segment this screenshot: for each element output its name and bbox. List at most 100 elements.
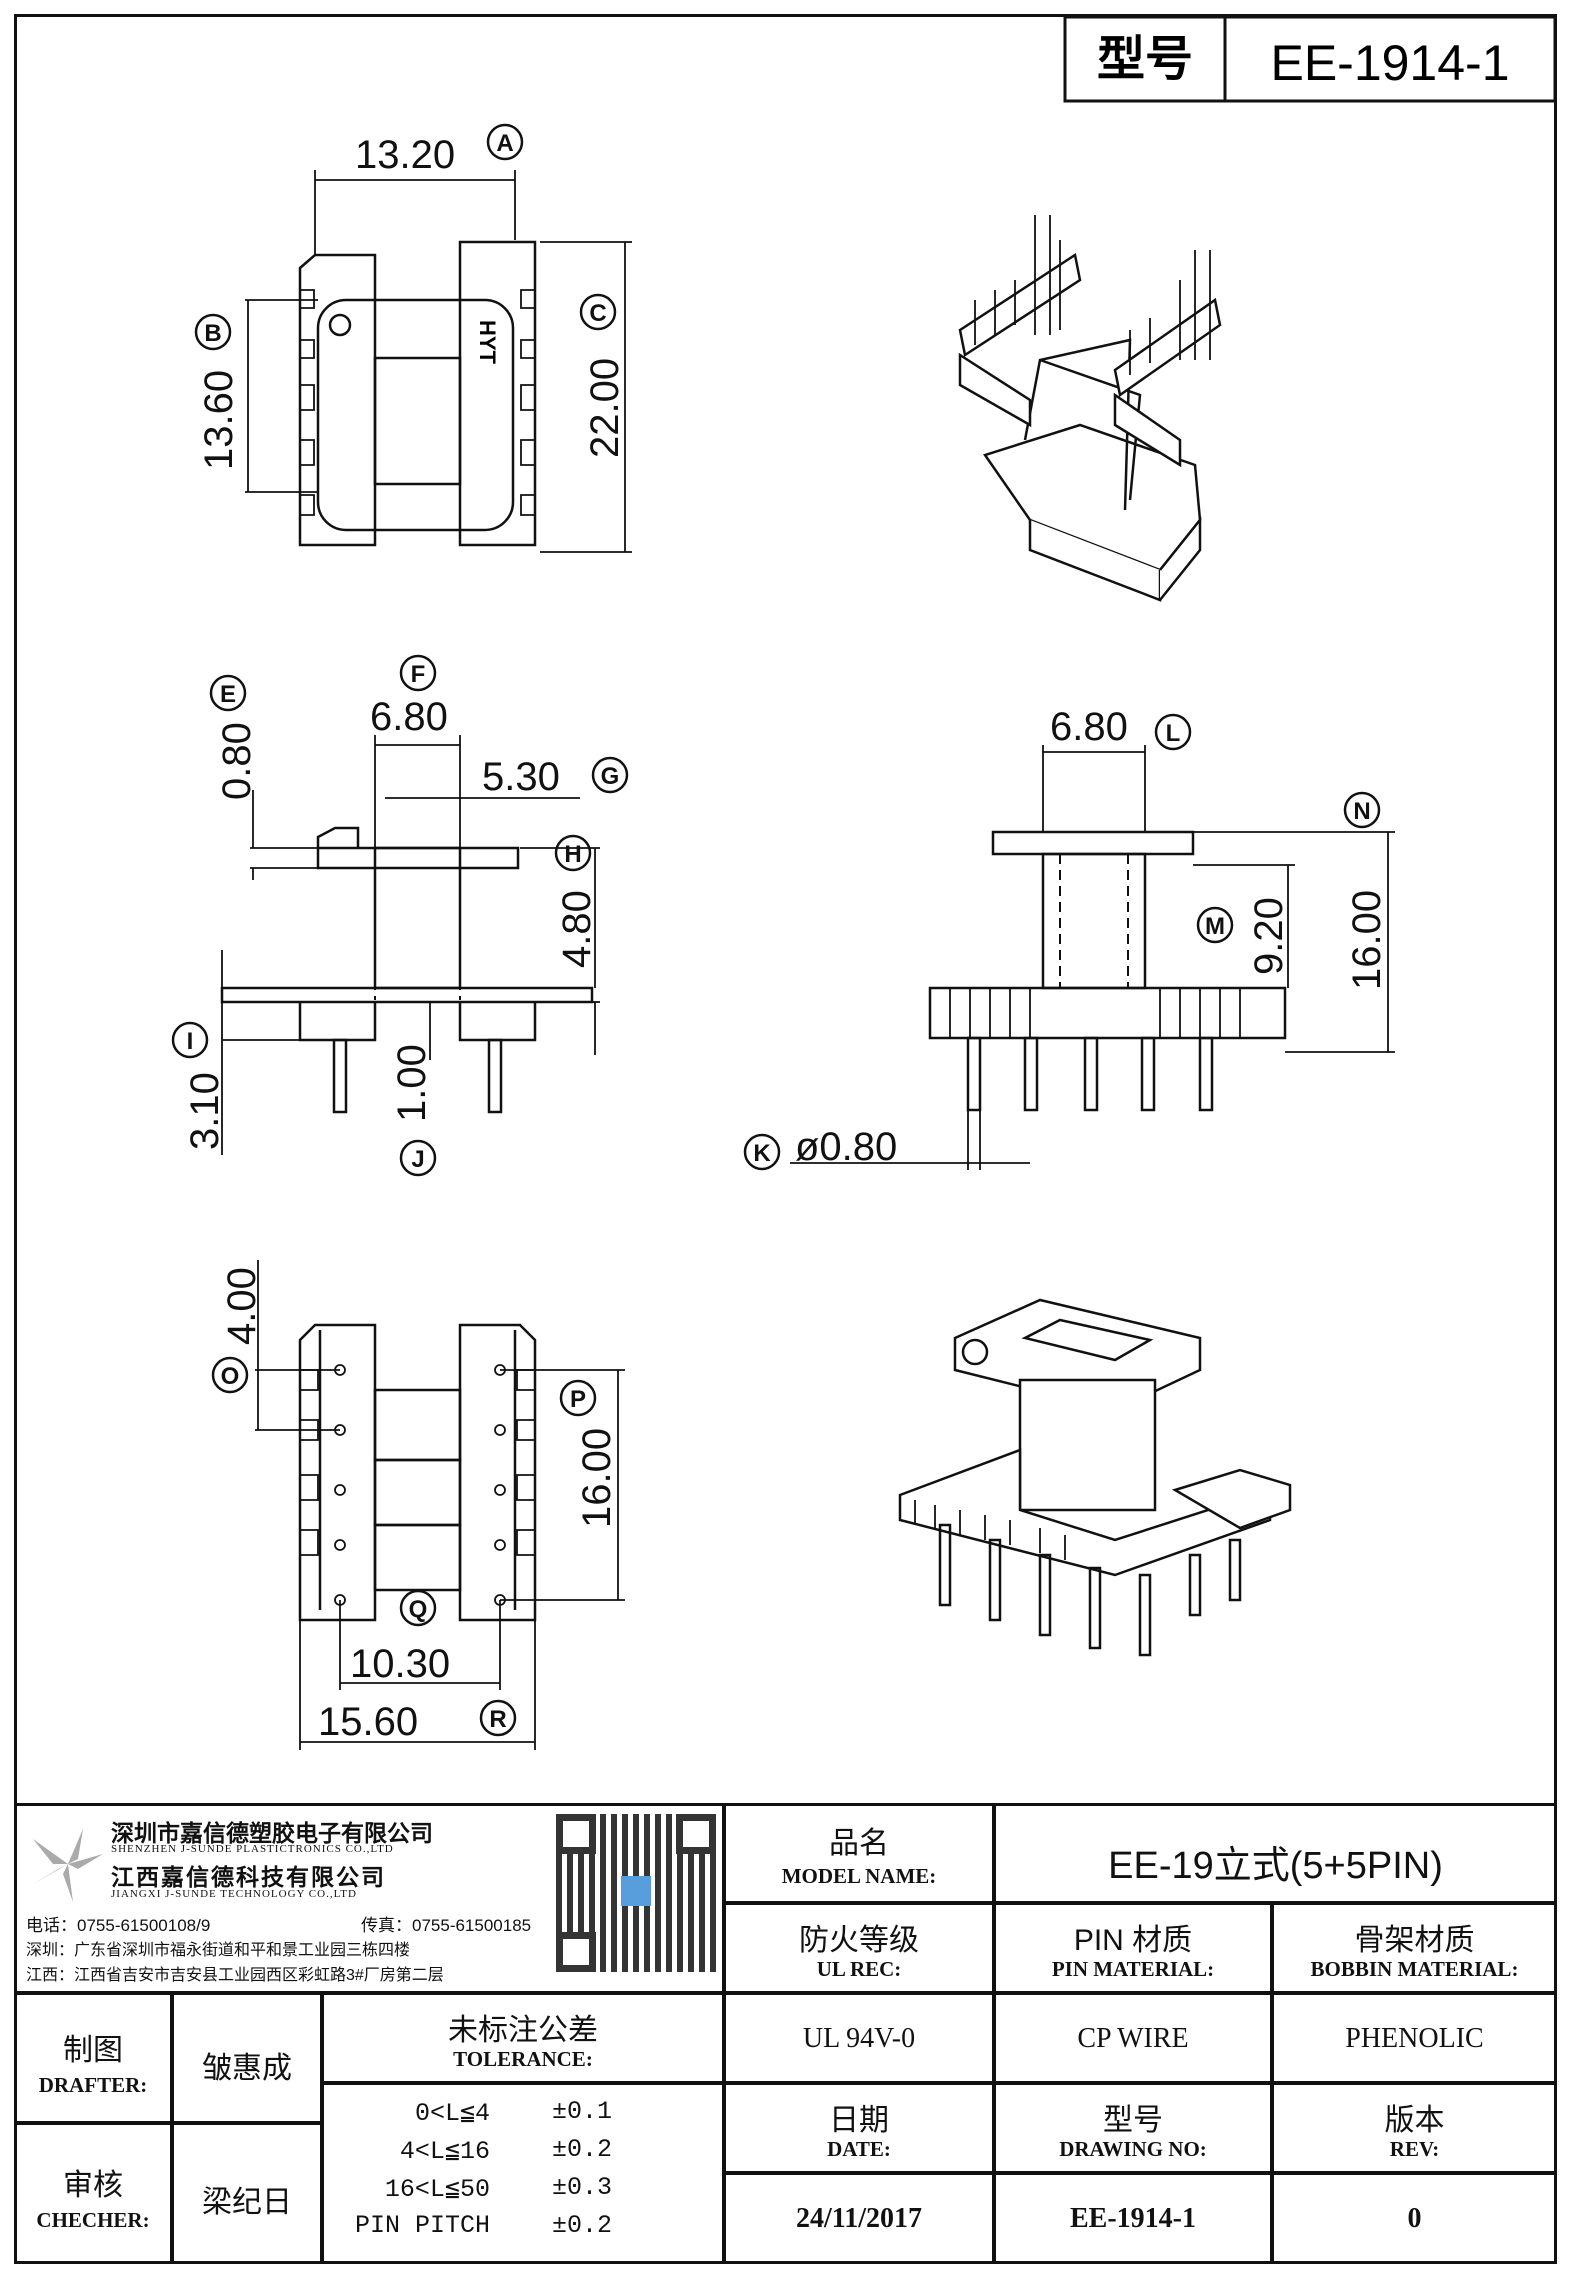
dim-h-value: 4.80 xyxy=(555,890,599,968)
dim-f-value: 6.80 xyxy=(370,695,448,739)
dim-e-tag: E xyxy=(220,681,236,708)
rev-value-cell: 0 xyxy=(1272,2173,1557,2264)
drawing-value: EE-1914-1 xyxy=(1070,2203,1196,2234)
bobbin-label-cell: 骨架材质 BOBBIN MATERIAL: xyxy=(1272,1903,1557,1993)
dim-q-tag: Q xyxy=(409,1596,428,1623)
pin-label-cell: PIN 材质 PIN MATERIAL: xyxy=(994,1903,1272,1993)
pin-value-cell: CP WIRE xyxy=(994,1993,1272,2083)
iso-pins xyxy=(938,1523,1242,1657)
dim-q-value: 10.30 xyxy=(350,1642,450,1686)
pin-value: CP WIRE xyxy=(1077,2023,1189,2054)
dim-g-tag: G xyxy=(601,763,620,790)
dim-k-tag: K xyxy=(753,1140,771,1167)
drafter-en: DRAFTER: xyxy=(38,2073,148,2097)
ul-label-cell: 防火等级 UL REC: xyxy=(724,1903,994,1993)
dim-l-value: 6.80 xyxy=(1050,705,1128,749)
date-value-cell: 24/11/2017 xyxy=(724,2173,994,2264)
dim-f-tag: F xyxy=(411,661,426,688)
checker-value: 梁纪日 xyxy=(202,2186,292,2219)
dim-a-value: 13.20 xyxy=(355,133,455,177)
bobbin-value-cell: PHENOLIC xyxy=(1272,1993,1557,2083)
header-model-label: 型号 xyxy=(1097,33,1193,86)
pin-zh: PIN 材质 xyxy=(1073,1924,1193,1957)
dim-o-tag: O xyxy=(221,1363,240,1390)
rev-value: 0 xyxy=(1407,2203,1422,2234)
dim-i-value: 3.10 xyxy=(183,1072,227,1150)
dim-e-value: 0.80 xyxy=(215,722,259,800)
drawing-value-cell: EE-1914-1 xyxy=(994,2173,1272,2264)
top-view-marking: HYT xyxy=(475,320,500,365)
bobbin-value: PHENOLIC xyxy=(1345,2023,1484,2054)
dim-m-tag: M xyxy=(1205,913,1225,940)
drafter-value-cell: 皱惠成 xyxy=(172,1993,322,2123)
company-name-jx: 江西嘉信德科技有限公司 xyxy=(111,1864,386,1890)
dim-k-value: ø0.80 xyxy=(795,1125,897,1169)
dim-b-value: 13.60 xyxy=(197,370,241,470)
header-model-box: 型号 EE-1914-1 xyxy=(1063,15,1557,103)
dim-c-tag: C xyxy=(589,300,606,327)
date-value: 24/11/2017 xyxy=(795,2203,922,2234)
bottom-view: 4.00 O 16.00 P 10.30 Q 15.60 R xyxy=(211,1260,625,1750)
date-zh: 日期 xyxy=(829,2104,889,2137)
side-pins xyxy=(966,1036,1214,1112)
ul-en: UL REC: xyxy=(816,1957,902,1981)
dim-l-tag: L xyxy=(1166,720,1181,747)
qr-code xyxy=(556,1814,716,1972)
dim-c-value: 22.00 xyxy=(583,358,627,458)
model-name-en: MODEL NAME: xyxy=(781,1864,937,1888)
rev-en: REV: xyxy=(1389,2137,1440,2161)
dim-m-value: 9.20 xyxy=(1247,897,1291,975)
pin-en: PIN MATERIAL: xyxy=(1051,1957,1215,1981)
checker-label-cell: 审核 CHECHER: xyxy=(14,2123,172,2264)
company-addr-sz: 深圳：广东省深圳市福永街道和平和景工业园三栋四楼 xyxy=(26,1942,411,1959)
dim-h-tag: H xyxy=(564,841,581,868)
company-phone: 电话：0755-61500108/9 xyxy=(26,1916,211,1935)
bottom-pin-holes xyxy=(334,1364,506,1606)
company-name-sz-en: SHENZHEN J-SUNDE PLASTICTRONICS CO.,LTD xyxy=(111,1843,394,1855)
checker-en: CHECHER: xyxy=(36,2208,150,2232)
iso-view-top xyxy=(958,215,1222,602)
ul-value: UL 94V-0 xyxy=(802,2023,916,2054)
ul-value-cell: UL 94V-0 xyxy=(724,1993,994,2083)
company-name-sz: 深圳市嘉信德塑胶电子有限公司 xyxy=(111,1820,433,1846)
bobbin-zh: 骨架材质 xyxy=(1354,1924,1475,1957)
model-name-value: EE-19立式(5+5PIN) xyxy=(1108,1845,1443,1887)
date-en: DATE: xyxy=(827,2137,891,2161)
dim-r-tag: R xyxy=(489,1706,506,1733)
model-name-label-cell: 品名 MODEL NAME: xyxy=(724,1803,994,1903)
dim-g-value: 5.30 xyxy=(482,755,560,799)
dim-j-tag: J xyxy=(411,1146,424,1173)
model-name-zh: 品名 xyxy=(829,1827,889,1860)
checker-value-cell: 梁纪日 xyxy=(172,2123,322,2264)
drawing-area: 型号 EE-1914-1 HYT 13.20 A 13.60 B 22.00 C xyxy=(171,15,1557,1750)
rev-zh: 版本 xyxy=(1384,2104,1445,2137)
dim-a-tag: A xyxy=(496,130,513,157)
tolerance-en: TOLERANCE: xyxy=(453,2047,593,2071)
drawing-zh: 型号 xyxy=(1103,2104,1163,2137)
dim-p-value: 16.00 xyxy=(575,1428,619,1528)
company-name-jx-en: JIANGXI J-SUNDE TECHNOLOGY CO.,LTD xyxy=(111,1888,357,1900)
dim-n-tag: N xyxy=(1353,798,1370,825)
drafter-label-cell: 制图 DRAFTER: xyxy=(14,1993,172,2123)
header-model-value: EE-1914-1 xyxy=(1270,35,1509,91)
top-view: HYT 13.20 A 13.60 B 22.00 C xyxy=(194,123,632,553)
date-label-cell: 日期 DATE: xyxy=(724,2083,994,2173)
model-name-value-cell: EE-19立式(5+5PIN) xyxy=(994,1803,1557,1903)
dim-o-value: 4.00 xyxy=(220,1267,264,1345)
ul-zh: 防火等级 xyxy=(799,1924,919,1957)
rev-label-cell: 版本 REV: xyxy=(1272,2083,1557,2173)
tolerance-header-cell: 未标注公差 TOLERANCE: xyxy=(322,1993,724,2083)
iso-view-bottom xyxy=(898,1298,1292,1657)
checker-zh: 审核 xyxy=(63,2169,123,2202)
tolerance-zh: 未标注公差 xyxy=(448,2014,598,2047)
front-view: 0.80 E 6.80 F 5.30 G 4.80 H 3.10 I 1.00 … xyxy=(171,654,629,1177)
tolerance-table-cell: 0<L≦4 ±0.1 4<L≦16 ±0.2 16<L≦50 ±0.3 PIN … xyxy=(322,2083,724,2264)
dim-i-tag: I xyxy=(187,1028,194,1055)
company-addr-jx: 江西：江西省吉安市吉安县工业园西区彩虹路3#厂房第二层 xyxy=(26,1967,444,1984)
dim-r-value: 15.60 xyxy=(318,1700,418,1744)
company-fax: 传真：0755-61500185 xyxy=(361,1916,532,1935)
company-logo xyxy=(28,1824,108,1904)
side-view: 6.80 L 9.20 M 16.00 N ø0.80 K xyxy=(743,705,1395,1171)
dim-j-value: 1.00 xyxy=(390,1044,434,1122)
drafter-value: 皱惠成 xyxy=(202,2052,292,2085)
